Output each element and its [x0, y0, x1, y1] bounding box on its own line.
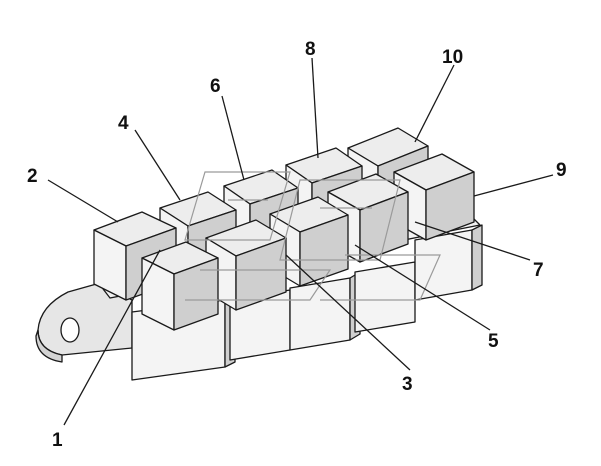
leader-2 — [47, 179, 119, 223]
callout-10: 10 — [442, 47, 463, 68]
leader-1 — [63, 249, 161, 426]
callout-6: 6 — [210, 76, 221, 97]
callout-2: 2 — [27, 166, 38, 187]
leader-10 — [414, 64, 455, 143]
callout-7: 7 — [533, 260, 544, 281]
callout-1: 1 — [52, 430, 63, 451]
leader-6 — [221, 95, 245, 181]
leader-9 — [473, 174, 554, 197]
callout-5: 5 — [488, 331, 499, 352]
leader-lines — [47, 57, 554, 426]
leader-7 — [414, 221, 531, 261]
mounting-tab — [35, 282, 133, 363]
leader-5 — [354, 244, 491, 331]
leader-3 — [285, 254, 411, 371]
leader-4 — [134, 129, 181, 201]
callout-4: 4 — [118, 113, 129, 134]
leader-8 — [311, 57, 319, 159]
callout-9: 9 — [556, 160, 567, 181]
relay-1 — [141, 241, 219, 331]
callout-3: 3 — [402, 374, 413, 395]
watermark-mark — [184, 171, 441, 301]
callout-labels: 1 2 3 4 5 6 7 8 9 10 — [27, 39, 567, 451]
callout-8: 8 — [305, 39, 316, 60]
